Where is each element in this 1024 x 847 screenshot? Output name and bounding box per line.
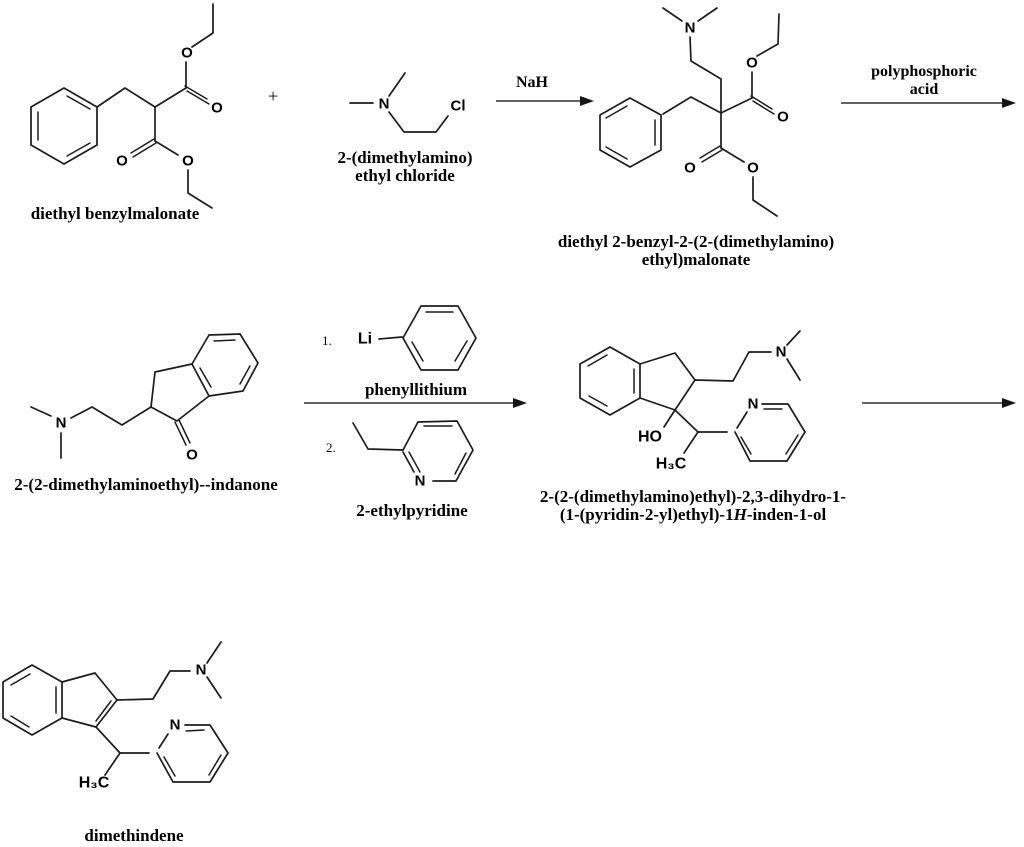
structure-indanone: N O (30, 333, 259, 464)
arrowhead (513, 398, 527, 408)
label-line-1: 2-(2-(dimethylamino)ethyl)-2,3-dihydro-1… (539, 487, 847, 506)
structure-ethylpyridine: N (352, 420, 474, 490)
label-line-1: diethyl 2-benzyl-2-(2-(dimethylamino) (557, 232, 835, 251)
oxygen-atom-label: O (116, 153, 128, 170)
label-dimethindene: dimethindene (84, 826, 184, 845)
reagent-line-1: polyphosphoric (871, 63, 977, 80)
oxygen-atom-label: O (746, 55, 758, 72)
label-line-2-post: -inden-1-ol (746, 505, 827, 524)
oxygen-atom-label: O (181, 45, 193, 62)
oxygen-atom-label: O (747, 160, 759, 177)
nitrogen-atom-label: N (685, 20, 696, 37)
reaction-arrow-row2 (304, 398, 527, 408)
arrowhead (580, 96, 594, 106)
oxygen-atom-label: O (777, 109, 789, 126)
label-line-2-italic-h: H (733, 505, 747, 524)
reaction-arrow-final (862, 398, 1016, 408)
label-diethyl-benzylmalonate: diethyl benzylmalonate (30, 204, 200, 223)
nitrogen-atom-label: N (170, 717, 181, 734)
label-line-2-pre: (1-(pyridin-2-yl)ethyl)-1 (559, 505, 734, 524)
label-dimethylamino-ethyl-chloride: 2-(dimethylamino) ethyl chloride (305, 149, 505, 185)
structure-dimethindene: N N H₃C (2, 641, 229, 792)
plus-sign: + (268, 86, 279, 106)
reagent-line-2: acid (909, 81, 939, 98)
structure-diethyl-benzylmalonate: O O O O (30, 3, 223, 209)
nitrogen-atom-label: N (776, 344, 787, 361)
hydroxyl-group-label: HO (638, 429, 662, 446)
reagent-polyphosphoric-acid: polyphosphoric acid (822, 63, 1024, 99)
step-number-2: 2. (326, 440, 336, 455)
chlorine-atom-label: Cl (451, 98, 466, 115)
arrowhead (1002, 98, 1016, 108)
label-line-2: ethyl chloride (355, 166, 455, 185)
structure-dimethylamino-ethyl-chloride: N Cl (349, 72, 466, 133)
label-line-1: 2-(dimethylamino) (337, 148, 473, 167)
oxygen-atom-label: O (182, 153, 194, 170)
lithium-atom-label: Li (358, 331, 372, 348)
structure-indenol: HO H₃C N N (579, 330, 806, 473)
label-phenyllithium: phenyllithium (364, 380, 468, 399)
nitrogen-atom-label: N (379, 96, 390, 113)
reagent-nah: NaH (516, 74, 548, 91)
label-line-2: ethyl)malonate (641, 250, 751, 269)
nitrogen-atom-label: N (748, 396, 759, 413)
oxygen-atom-label: O (211, 100, 223, 117)
oxygen-atom-label: O (684, 160, 696, 177)
reaction-arrow-nah (496, 96, 594, 106)
reaction-arrow-ppa (841, 98, 1016, 108)
label-malonate-product: diethyl 2-benzyl-2-(2-(dimethylamino) et… (518, 233, 874, 269)
structure-malonate-product: N O O O O (599, 7, 789, 217)
label-line-2: (1-(pyridin-2-yl)ethyl)-1H-inden-1-ol (512, 506, 874, 524)
nitrogen-atom-label: N (196, 662, 207, 679)
label-ethylpyridine: 2-ethylpyridine (356, 501, 468, 520)
methyl-group-label: H₃C (79, 775, 110, 792)
oxygen-atom-label: O (186, 447, 198, 464)
step-number-1: 1. (322, 333, 332, 348)
nitrogen-atom-label: N (56, 415, 67, 432)
methyl-group-label: H₃C (656, 456, 687, 473)
nitrogen-atom-label: N (415, 473, 426, 490)
label-indenol: 2-(2-(dimethylamino)ethyl)-2,3-dihydro-1… (512, 488, 874, 524)
label-indanone: 2-(2-dimethylaminoethyl)--indanone (14, 475, 278, 494)
arrowhead (1002, 398, 1016, 408)
structure-phenyllithium: Li (358, 305, 477, 371)
